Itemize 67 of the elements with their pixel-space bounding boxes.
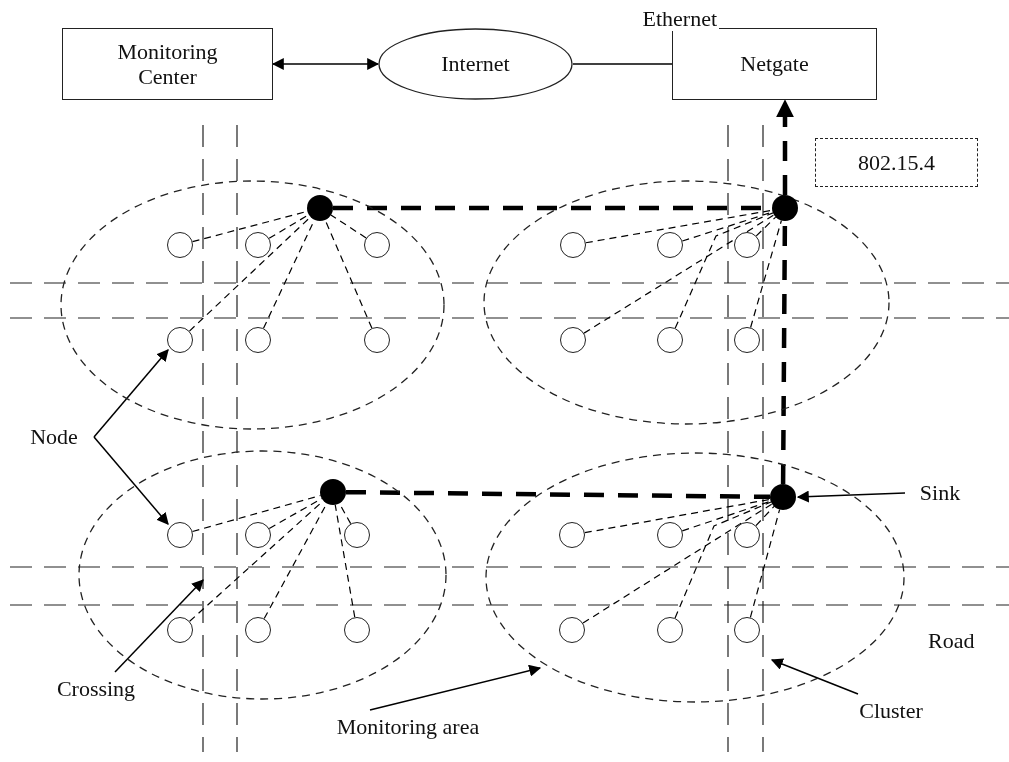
sink-dot [772, 195, 798, 221]
cluster-link [674, 501, 772, 619]
backbone-link [345, 489, 771, 500]
sensor-circle [559, 617, 585, 643]
cluster-link [755, 216, 777, 237]
backbone-link [776, 99, 794, 195]
sensor-circle [657, 232, 683, 258]
box-label: Monitoring Center [116, 38, 219, 90]
leader-arrow [796, 490, 906, 503]
sensor-circle [734, 617, 760, 643]
sensor-circle [245, 232, 271, 258]
box-label: 802.15.4 [858, 149, 935, 176]
cluster-ellipse [60, 180, 445, 430]
box-label: Netgate [740, 51, 809, 77]
cluster-ellipse [483, 180, 890, 425]
box-label: Internet [441, 51, 510, 77]
cluster-link [582, 503, 773, 624]
sensor-circle [167, 232, 193, 258]
callout-label: Cluster [845, 694, 937, 728]
sensor-circle [734, 522, 760, 548]
cluster-link [750, 219, 782, 329]
sensor-circle [734, 232, 760, 258]
sensor-circle [245, 327, 271, 353]
sensor-circle [657, 617, 683, 643]
callout-label: Node [14, 420, 94, 454]
cluster-link [324, 219, 373, 329]
callout-label: Crossing [40, 672, 152, 706]
cluster-link [334, 504, 356, 618]
sensor-circle [167, 327, 193, 353]
sensor-circle [364, 327, 390, 353]
cluster-link [585, 209, 773, 244]
cluster-ellipse [485, 452, 905, 703]
sensor-circle [734, 327, 760, 353]
dashed-box [815, 138, 978, 187]
leader-arrow [114, 579, 204, 673]
leader-arrow [369, 664, 542, 711]
leader-arrow [770, 658, 859, 695]
sensor-circle [167, 522, 193, 548]
leader-arrow [93, 436, 169, 525]
sink-dot [320, 479, 346, 505]
sensor-circle [657, 327, 683, 353]
connector [572, 63, 673, 65]
sensor-circle [560, 232, 586, 258]
sensor-circle [364, 232, 390, 258]
process-box [672, 28, 877, 100]
cluster-link [749, 508, 781, 619]
sensor-circle [245, 522, 271, 548]
cluster-link [583, 214, 775, 334]
cluster-link [755, 505, 775, 527]
process-box [62, 28, 273, 100]
connector [271, 58, 380, 70]
cluster-link [674, 212, 774, 329]
cluster-link [330, 214, 367, 239]
sensor-circle [344, 617, 370, 643]
sensor-circle [657, 522, 683, 548]
callout-label: Monitoring area [318, 710, 498, 744]
leader-arrow [93, 349, 169, 438]
sensor-circle [245, 617, 271, 643]
sensor-circle [560, 327, 586, 353]
sensor-circle [167, 617, 193, 643]
sensor-circle [344, 522, 370, 548]
sensor-circle [559, 522, 585, 548]
sink-dot [307, 195, 333, 221]
ellipse-node [378, 28, 573, 100]
sink-dot [770, 484, 796, 510]
callout-label: Sink [905, 476, 975, 510]
cluster-link [584, 498, 771, 534]
